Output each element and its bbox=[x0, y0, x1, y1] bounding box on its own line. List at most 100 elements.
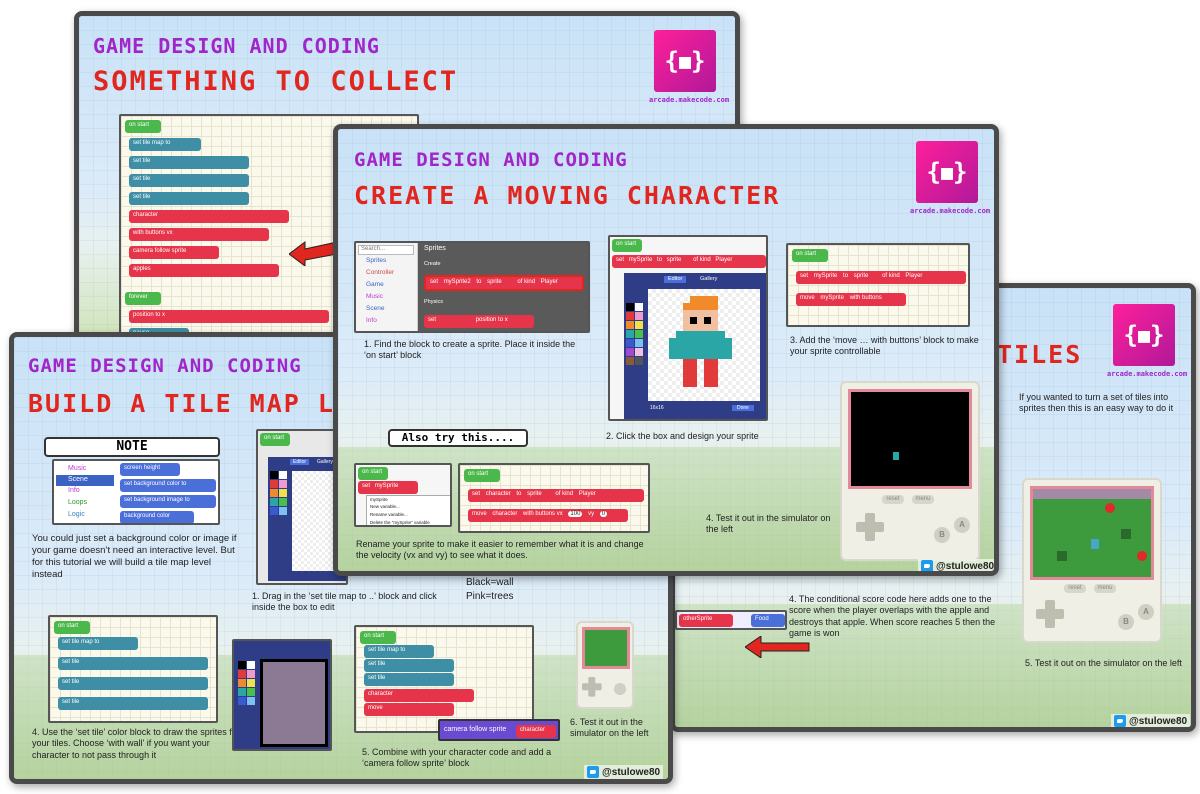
color-palette[interactable] bbox=[270, 471, 287, 515]
menu-button[interactable]: menu bbox=[1094, 584, 1116, 593]
makecode-logo: {■} bbox=[916, 141, 978, 203]
logo-url: arcade.makecode.com bbox=[649, 96, 730, 104]
simulator-console: reset menu B A bbox=[1022, 478, 1162, 643]
block-pos: position to x bbox=[475, 317, 508, 323]
code-block: set tile bbox=[129, 156, 249, 169]
block-move: move bbox=[472, 511, 487, 517]
menu-item-loops[interactable]: Loops bbox=[68, 499, 88, 506]
rename-text: Rename your sprite to make it easier to … bbox=[356, 539, 644, 561]
editor-tab[interactable]: Gallery bbox=[700, 276, 718, 282]
toolbox-item-music[interactable]: Music bbox=[366, 293, 383, 300]
color-palette[interactable] bbox=[626, 303, 643, 365]
block-var: mySprite bbox=[374, 483, 399, 489]
code-block: set tile bbox=[364, 673, 454, 686]
menu-item-music[interactable]: Music bbox=[68, 465, 87, 472]
block-kind: of kind bbox=[693, 257, 711, 263]
twitter-handle: @stulowe80 bbox=[1111, 714, 1191, 727]
step-6-text: 6. Test it out in the simulator on the l… bbox=[570, 717, 649, 739]
arrow-icon bbox=[745, 636, 810, 658]
flyout-header: Sprites bbox=[424, 245, 446, 252]
block-vy[interactable]: 0 bbox=[599, 511, 608, 517]
card-moving-character: Game Design and Coding Create a moving c… bbox=[333, 124, 999, 576]
card-subtitle: Game Design and Coding bbox=[354, 149, 628, 171]
code-block: character bbox=[129, 210, 289, 223]
tile-wall-row bbox=[1033, 489, 1151, 499]
tree-sprite bbox=[1057, 551, 1067, 561]
code-block: set mySprite bbox=[358, 481, 418, 494]
twitter-icon bbox=[1114, 715, 1126, 727]
toolbox-item-game[interactable]: Game bbox=[366, 281, 384, 288]
twitter-icon bbox=[587, 766, 599, 778]
sprite-canvas[interactable] bbox=[648, 289, 760, 401]
done-button[interactable]: Done bbox=[732, 405, 754, 412]
code-block: move character with buttons vx 100 vy 0 bbox=[468, 509, 628, 522]
variable-dropdown[interactable]: mySprite New variable... Rename variable… bbox=[366, 495, 450, 525]
position-block: set position to x bbox=[424, 315, 534, 328]
code-block: with buttons vx bbox=[129, 228, 269, 241]
dropdown-option[interactable]: New variable... bbox=[370, 504, 400, 509]
block-vx[interactable]: 100 bbox=[568, 511, 583, 517]
dpad-icon[interactable] bbox=[582, 677, 602, 697]
block-to: to bbox=[476, 279, 482, 285]
editor-tab[interactable]: Gallery bbox=[317, 459, 333, 465]
a-button[interactable]: A bbox=[954, 517, 970, 533]
b-button[interactable]: B bbox=[1118, 614, 1134, 630]
code-panel-velocity: on start set character to sprite of kind… bbox=[458, 463, 650, 533]
code-block: on start bbox=[54, 621, 90, 634]
step-5-text: 5. Test it out on the simulator on the l… bbox=[1025, 658, 1182, 668]
menu-item-logic[interactable]: Logic bbox=[68, 511, 85, 518]
apple-sprite bbox=[1137, 551, 1147, 561]
block-kind-val: Player bbox=[715, 257, 733, 263]
camera-follow-block: camera follow sprite character bbox=[438, 719, 560, 741]
dpad-icon[interactable] bbox=[1036, 600, 1064, 628]
twitter-handle: @stulowe80 bbox=[584, 765, 664, 779]
step-4-text: 4. Use the ‘set tile’ color block to dra… bbox=[32, 727, 240, 760]
tilemap-drawing-panel bbox=[232, 639, 332, 751]
card-title: Something to Collect bbox=[93, 66, 459, 97]
a-button[interactable] bbox=[614, 683, 626, 695]
block-set: set bbox=[472, 491, 481, 497]
create-sprite-block[interactable]: set mySprite2 to sprite of kind Player bbox=[424, 275, 584, 291]
dpad-icon[interactable] bbox=[856, 513, 884, 541]
tree-sprite bbox=[1121, 529, 1131, 539]
character-sprite bbox=[669, 296, 732, 387]
code-panel-set-tiles: on start set tile map to set tile set ti… bbox=[48, 615, 218, 723]
tile-map-canvas[interactable] bbox=[260, 659, 328, 747]
toolbox-item-scene[interactable]: Scene bbox=[366, 305, 385, 312]
code-block: move mySprite with buttons bbox=[796, 293, 906, 306]
reset-button[interactable]: reset bbox=[1064, 584, 1086, 593]
toolbox-menu-panel: Music Scene Info Loops Logic screen heig… bbox=[52, 459, 220, 525]
menu-item-info[interactable]: Info bbox=[68, 487, 80, 494]
step-1-text: 1. Drag in the ‘set tile map to ..’ bloc… bbox=[252, 591, 437, 613]
dropdown-option[interactable]: Delete the "mySprite" variable bbox=[370, 520, 430, 525]
step-4-text: 4. The conditional score code here adds … bbox=[789, 594, 996, 638]
a-button[interactable]: A bbox=[1138, 604, 1154, 620]
twitter-handle: @stulowe80 bbox=[918, 559, 994, 571]
b-button[interactable]: B bbox=[934, 527, 950, 543]
block-text: set bbox=[428, 317, 437, 323]
simulator-screen bbox=[1030, 486, 1154, 580]
search-input[interactable]: Search... bbox=[358, 245, 414, 255]
dropdown-option[interactable]: mySprite bbox=[370, 497, 388, 502]
menu-item-scene[interactable]: Scene bbox=[56, 475, 114, 486]
toolbox-item-info[interactable]: Info bbox=[366, 317, 377, 324]
code-block: on start bbox=[612, 239, 642, 252]
code-block: apples bbox=[129, 264, 279, 277]
code-block: set tile bbox=[58, 657, 208, 670]
logo-url: arcade.makecode.com bbox=[910, 207, 991, 215]
flyout: Sprites Create set mySprite2 to sprite o… bbox=[418, 243, 588, 331]
color-palette[interactable] bbox=[238, 661, 255, 705]
block-var: character bbox=[492, 511, 518, 517]
toolbox-item-sprites[interactable]: Sprites bbox=[366, 257, 387, 264]
note-label: NOTE bbox=[44, 437, 220, 457]
block-set: set bbox=[800, 273, 809, 279]
menu-button[interactable]: menu bbox=[912, 495, 934, 504]
editor-tab[interactable]: Editor bbox=[290, 459, 310, 466]
dropdown-option[interactable]: Rename variable... bbox=[370, 512, 408, 517]
toolbox-item-controller[interactable]: Controller bbox=[366, 269, 395, 276]
reset-button[interactable]: reset bbox=[882, 495, 904, 504]
editor-tab[interactable]: Editor bbox=[664, 276, 687, 283]
player-sprite bbox=[1091, 539, 1099, 549]
arrow-icon bbox=[289, 241, 338, 266]
code-block: screen height bbox=[120, 463, 180, 476]
